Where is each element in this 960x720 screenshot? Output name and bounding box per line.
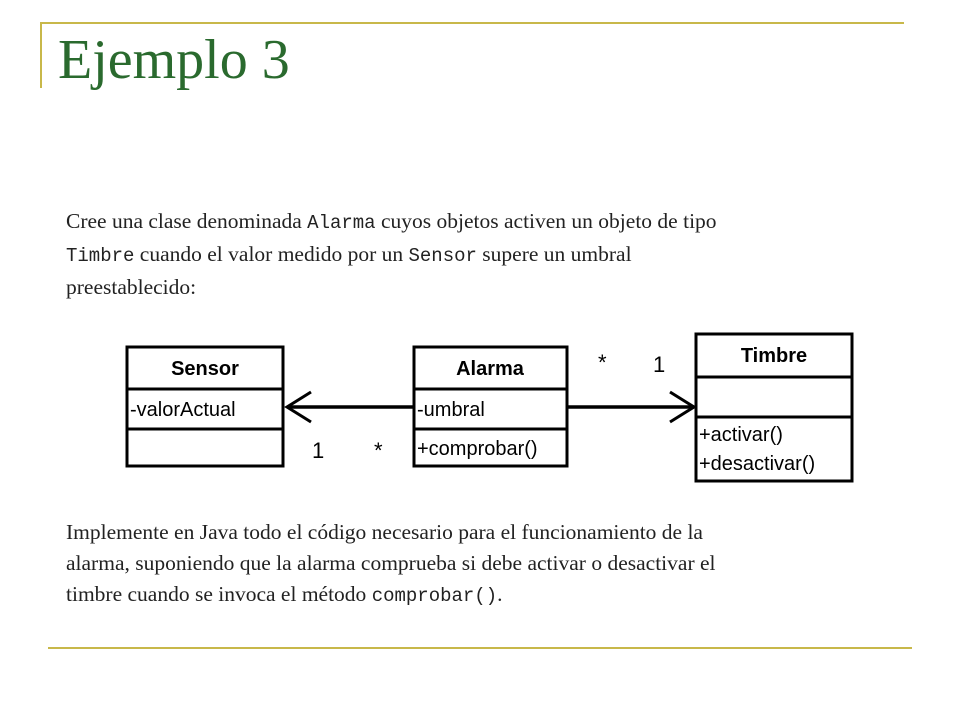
intro-text-1: Cree una clase denominada [66,209,308,233]
intro-code-timbre: Timbre [66,245,135,267]
intro-text-2: cuyos objetos activen un objeto de tipo [375,209,717,233]
arrowhead-to-sensor-icon [284,390,312,424]
association-alarma-sensor: 1 * [284,390,414,463]
intro-code-sensor: Sensor [408,245,477,267]
slide-title: Ejemplo 3 [58,29,290,91]
left-accent-line [40,22,42,88]
arrowhead-to-timbre-icon [669,390,697,424]
sensor-attribute: -valorActual [130,399,236,421]
outro-text-2: alarma, suponiendo que la alarma comprue… [66,551,716,575]
multiplicity-alarma-right: * [598,350,607,375]
outro-text-1: Implemente en Java todo el código necesa… [66,520,703,544]
timbre-method-activar: +activar() [699,424,783,446]
alarma-class: Alarma -umbral +comprobar() [412,345,569,468]
outro-text-4: . [497,582,503,606]
sensor-class-box [125,345,285,468]
intro-text-4: supere un umbral [476,242,632,266]
timbre-class-name: Timbre [741,345,807,367]
intro-code-alarma: Alarma [307,212,376,234]
intro-paragraph: Cree una clase denominada Alarma cuyos o… [66,206,717,303]
bottom-accent-line [48,647,912,649]
outro-code-comprobar: comprobar() [371,585,498,607]
intro-text-3: cuando el valor medido por un [134,242,409,266]
timbre-class: Timbre +activar() +desactivar() [694,332,854,483]
multiplicity-timbre-end: 1 [653,352,665,377]
multiplicity-sensor-end: 1 [312,438,324,463]
sensor-class: Sensor -valorActual [125,345,285,468]
alarma-method: +comprobar() [417,438,538,460]
timbre-method-desactivar: +desactivar() [699,453,815,475]
alarma-class-name: Alarma [456,358,525,380]
alarma-attribute: -umbral [417,399,485,421]
top-accent-line [40,22,904,24]
outro-text-3: timbre cuando se invoca el método [66,582,372,606]
timbre-class-box [694,332,854,483]
intro-text-5: preestablecido: [66,275,197,299]
multiplicity-alarma-left: * [374,438,383,463]
association-alarma-timbre: * 1 [567,350,697,424]
sensor-class-name: Sensor [171,358,239,380]
outro-paragraph: Implemente en Java todo el código necesa… [66,517,716,612]
